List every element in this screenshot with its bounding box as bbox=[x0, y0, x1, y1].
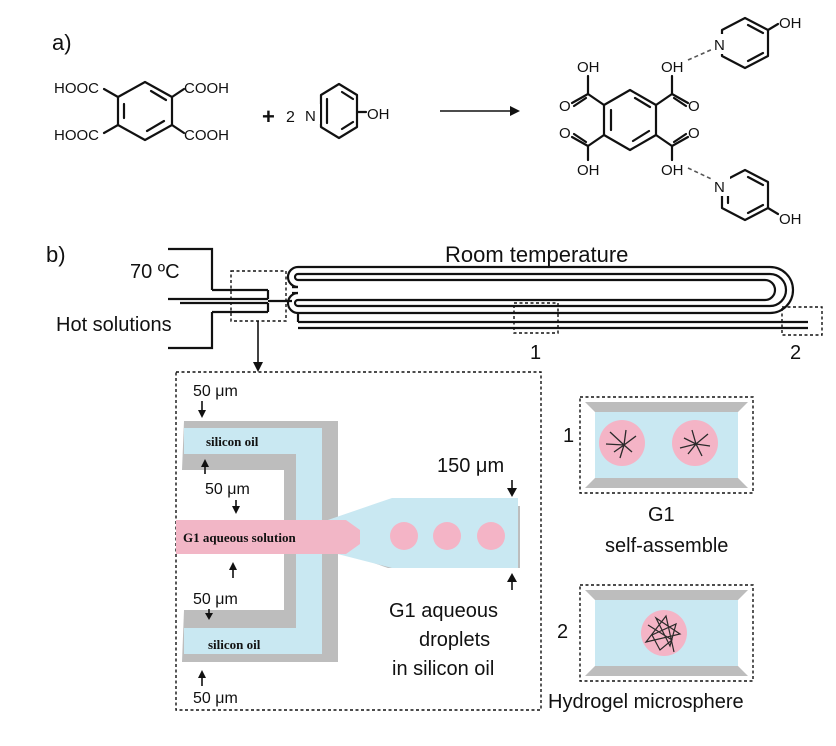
droplets-caption-line-3: in silicon oil bbox=[392, 658, 494, 680]
dimension-mid-1: 50 μm bbox=[205, 481, 250, 498]
droplet bbox=[477, 522, 505, 550]
temperature-label: 70 ºC bbox=[130, 261, 180, 283]
region-1-marker bbox=[513, 302, 559, 334]
product-o-1: O bbox=[559, 98, 571, 115]
product-oh-1: OH bbox=[577, 59, 600, 76]
cooh-bottom-left: HOOC bbox=[54, 127, 99, 144]
droplets-caption-line-1: G1 aqueous bbox=[389, 600, 498, 622]
inset-2-frame bbox=[579, 584, 754, 682]
flow-focusing-junction bbox=[176, 421, 520, 662]
product-oh-4: OH bbox=[661, 162, 684, 179]
product-pyridine-2-oh: OH bbox=[779, 211, 802, 228]
fiber-network bbox=[605, 429, 711, 459]
inset-2-caption: Hydrogel microsphere bbox=[548, 691, 744, 713]
inset-1-frame bbox=[579, 396, 754, 494]
dimension-mid-2: 50 μm bbox=[193, 591, 238, 608]
pyridine-n: N bbox=[305, 108, 316, 125]
product-o-3: O bbox=[559, 125, 571, 142]
droplets-caption-line-2: droplets bbox=[419, 629, 490, 651]
reaction-arrow bbox=[440, 106, 520, 116]
zoom-panel bbox=[175, 371, 542, 711]
product-oh-2: OH bbox=[661, 59, 684, 76]
product-oh-3: OH bbox=[577, 162, 600, 179]
inset-1-caption-2: self-assemble bbox=[605, 535, 728, 557]
coefficient: 2 bbox=[286, 109, 295, 126]
cooh-top-left: HOOC bbox=[54, 80, 99, 97]
hot-solutions-label: Hot solutions bbox=[56, 314, 172, 336]
droplet bbox=[390, 522, 418, 550]
cooh-top-right: COOH bbox=[184, 80, 229, 97]
heater-block bbox=[168, 247, 270, 350]
panel-b-label: b) bbox=[46, 242, 66, 267]
inset-2-number: 2 bbox=[557, 621, 568, 643]
product-complex: OH OH OH OH O O O O N OH N OH bbox=[559, 15, 802, 228]
region-1-number: 1 bbox=[530, 342, 541, 364]
panel-a-label: a) bbox=[52, 30, 72, 55]
inset-1-caption-1: G1 bbox=[648, 504, 675, 526]
zoom-arrow bbox=[253, 321, 263, 372]
zoom-region-marker bbox=[230, 270, 287, 322]
region-2-marker bbox=[781, 306, 823, 336]
dimension-bottom: 50 μm bbox=[193, 690, 238, 707]
aqueous-solution-label: G1 aqueous solution bbox=[183, 530, 296, 545]
silicon-oil-bottom-label: silicon oil bbox=[208, 637, 261, 652]
dimension-top: 50 μm bbox=[193, 383, 238, 400]
product-o-4: O bbox=[688, 125, 700, 142]
hydroxypyridine: N OH bbox=[302, 82, 390, 140]
product-pyridine-2-n: N bbox=[714, 179, 725, 196]
product-pyridine-1-n: N bbox=[714, 37, 725, 54]
inset-1-number: 1 bbox=[563, 425, 574, 447]
room-temperature-label: Room temperature bbox=[445, 242, 628, 267]
region-2-number: 2 bbox=[790, 342, 801, 364]
dimension-outlet: 150 μm bbox=[437, 455, 504, 477]
microsphere-fibers bbox=[644, 614, 682, 653]
silicon-oil-top-label: silicon oil bbox=[206, 434, 259, 449]
droplet bbox=[433, 522, 461, 550]
product-o-2: O bbox=[688, 98, 700, 115]
pyromellitic-acid: HOOC COOH HOOC COOH bbox=[54, 80, 229, 144]
plus-sign: + bbox=[262, 104, 275, 129]
pyridine-oh: OH bbox=[367, 106, 390, 123]
product-pyridine-1-oh: OH bbox=[779, 15, 802, 32]
cooh-bottom-right: COOH bbox=[184, 127, 229, 144]
serpentine-channel bbox=[268, 265, 808, 330]
